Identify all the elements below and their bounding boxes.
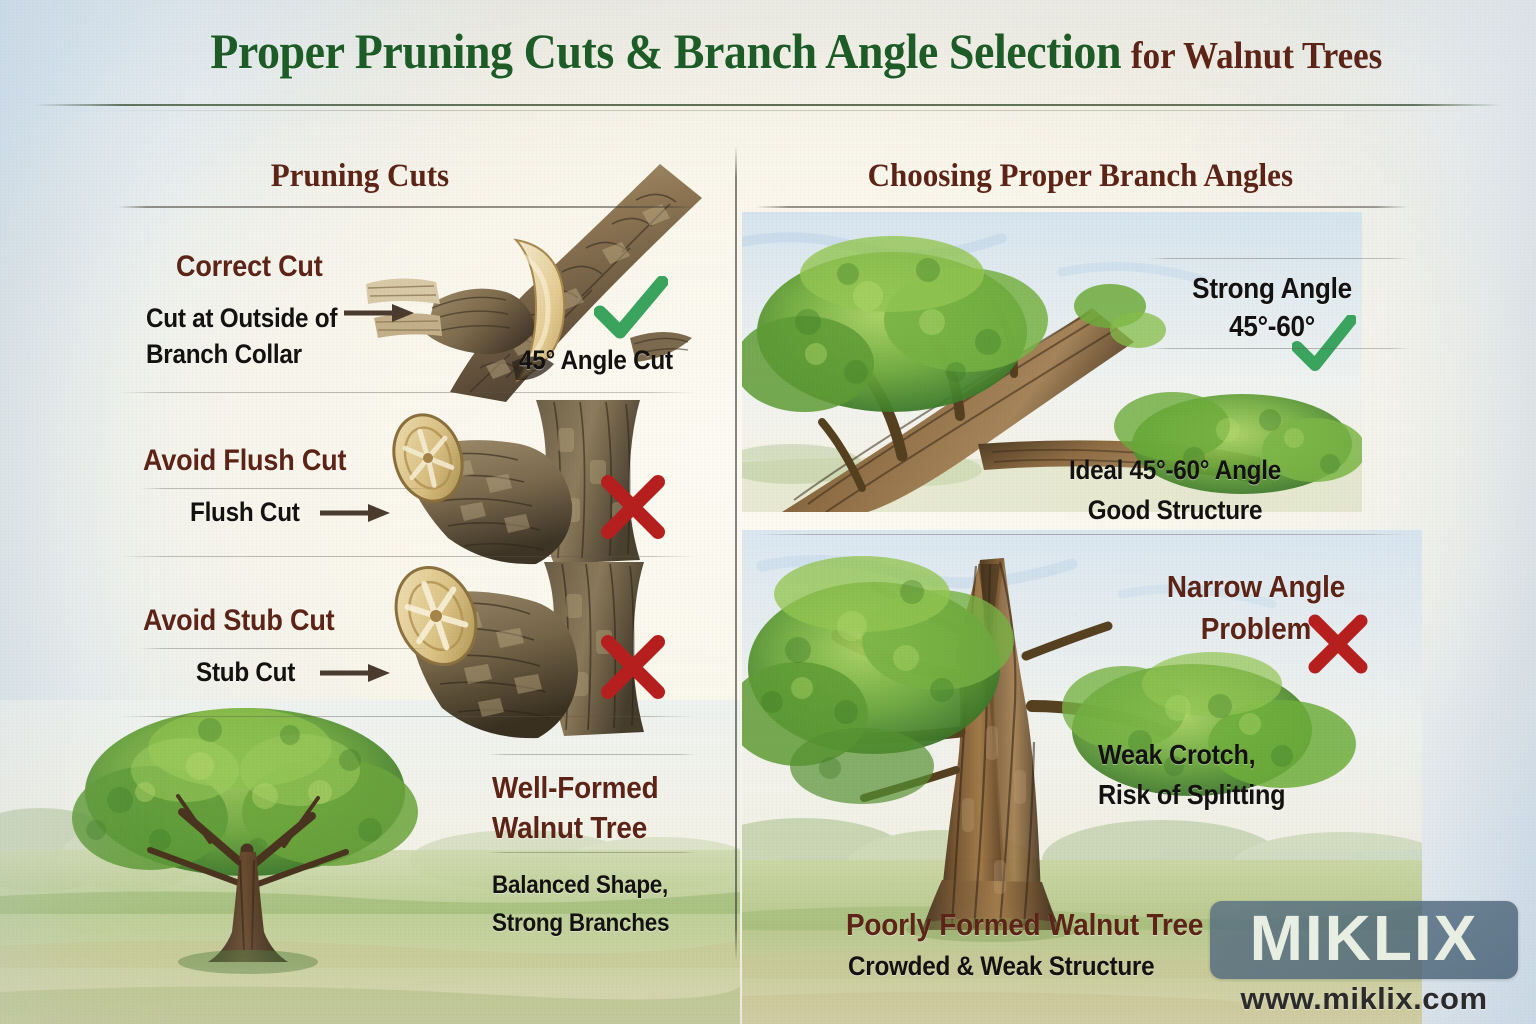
footer-crowded-weak-structure: Crowded & Weak Structure bbox=[848, 951, 1155, 981]
red-cross-icon-flush-cut bbox=[601, 475, 665, 539]
caption-balanced-shape-strong-branches: Balanced Shape, Strong Branches bbox=[492, 871, 670, 937]
callout-cut-at-outside-of-branch-collar: Cut at Outside of Branch Collar bbox=[146, 303, 338, 369]
red-cross-icon-narrow-angle bbox=[1308, 614, 1368, 674]
miklix-url-text: www.miklix.com bbox=[1240, 981, 1488, 1016]
label-narrow-angle-problem: Narrow Angle Problem bbox=[1166, 569, 1346, 646]
strong-angle-rule-mid bbox=[1148, 348, 1410, 349]
left-column-heading: Pruning Cuts bbox=[270, 158, 450, 194]
left-section-rule-3 bbox=[118, 716, 696, 717]
label-correct-cut: Correct Cut bbox=[176, 250, 323, 283]
arrow-to-flush-cut-icon bbox=[320, 504, 390, 522]
stub-cut-stump-illustration bbox=[394, 562, 644, 739]
arrow-to-stub-cut-icon bbox=[320, 664, 390, 682]
right-section-rule-1 bbox=[756, 534, 1408, 535]
caption-weak-crotch-risk-of-splitting: Weak Crotch, Risk of Splitting bbox=[1098, 739, 1286, 810]
right-heading-rule bbox=[756, 206, 1408, 208]
caption-45-degree-angle-cut: 45° Angle Cut bbox=[519, 345, 673, 375]
right-column-heading: Choosing Proper Branch Angles bbox=[867, 158, 1293, 194]
wide-angle-branch-union-illustration bbox=[742, 212, 1362, 512]
page-title-subtitle: for Walnut Trees bbox=[1131, 35, 1383, 77]
header-divider bbox=[34, 104, 1502, 106]
red-cross-icon-stub-cut bbox=[601, 635, 665, 699]
header-divider-secondary bbox=[60, 110, 1476, 111]
caption-ideal-angle-good-structure: Ideal 45°-60° Angle Good Structure bbox=[1069, 455, 1281, 525]
left-section-rule-2 bbox=[118, 556, 696, 557]
column-divider bbox=[735, 146, 737, 961]
callout-flush-cut: Flush Cut bbox=[190, 497, 300, 527]
well-formed-rule-top bbox=[488, 754, 696, 755]
left-section-rule-1 bbox=[118, 392, 696, 393]
flush-cut-stump-illustration bbox=[392, 400, 640, 565]
green-check-icon-strong-angle bbox=[1292, 315, 1356, 371]
arrow-to-branch-collar-icon bbox=[344, 304, 414, 322]
branch-collar-correct-cut-illustration bbox=[366, 164, 702, 402]
miklix-watermark-badge: MIKLIX bbox=[1210, 901, 1518, 979]
well-formed-rule-bottom bbox=[488, 852, 696, 853]
callout-stub-cut: Stub Cut bbox=[196, 657, 296, 687]
strong-angle-rule-top bbox=[1148, 258, 1410, 259]
footer-poorly-formed-walnut-tree: Poorly Formed Walnut Tree bbox=[846, 907, 1204, 942]
miklix-brand-text: MIKLIX bbox=[1249, 902, 1479, 974]
label-strong-angle: Strong Angle 45°-60° bbox=[1192, 273, 1352, 343]
label-avoid-stub-cut: Avoid Stub Cut bbox=[143, 604, 335, 637]
label-avoid-flush-cut: Avoid Flush Cut bbox=[143, 444, 347, 477]
well-formed-walnut-tree-illustration bbox=[0, 700, 740, 1024]
label-well-formed-walnut-tree: Well-Formed Walnut Tree bbox=[492, 770, 659, 845]
page-title: Proper Pruning Cuts & Branch Angle Selec… bbox=[0, 22, 1536, 80]
left-label-underline-flush bbox=[140, 488, 430, 489]
left-heading-rule bbox=[118, 206, 696, 208]
left-label-underline-stub bbox=[140, 648, 430, 649]
page-title-main: Proper Pruning Cuts & Branch Angle Selec… bbox=[210, 23, 1122, 79]
green-check-icon-correct-cut bbox=[594, 276, 668, 339]
